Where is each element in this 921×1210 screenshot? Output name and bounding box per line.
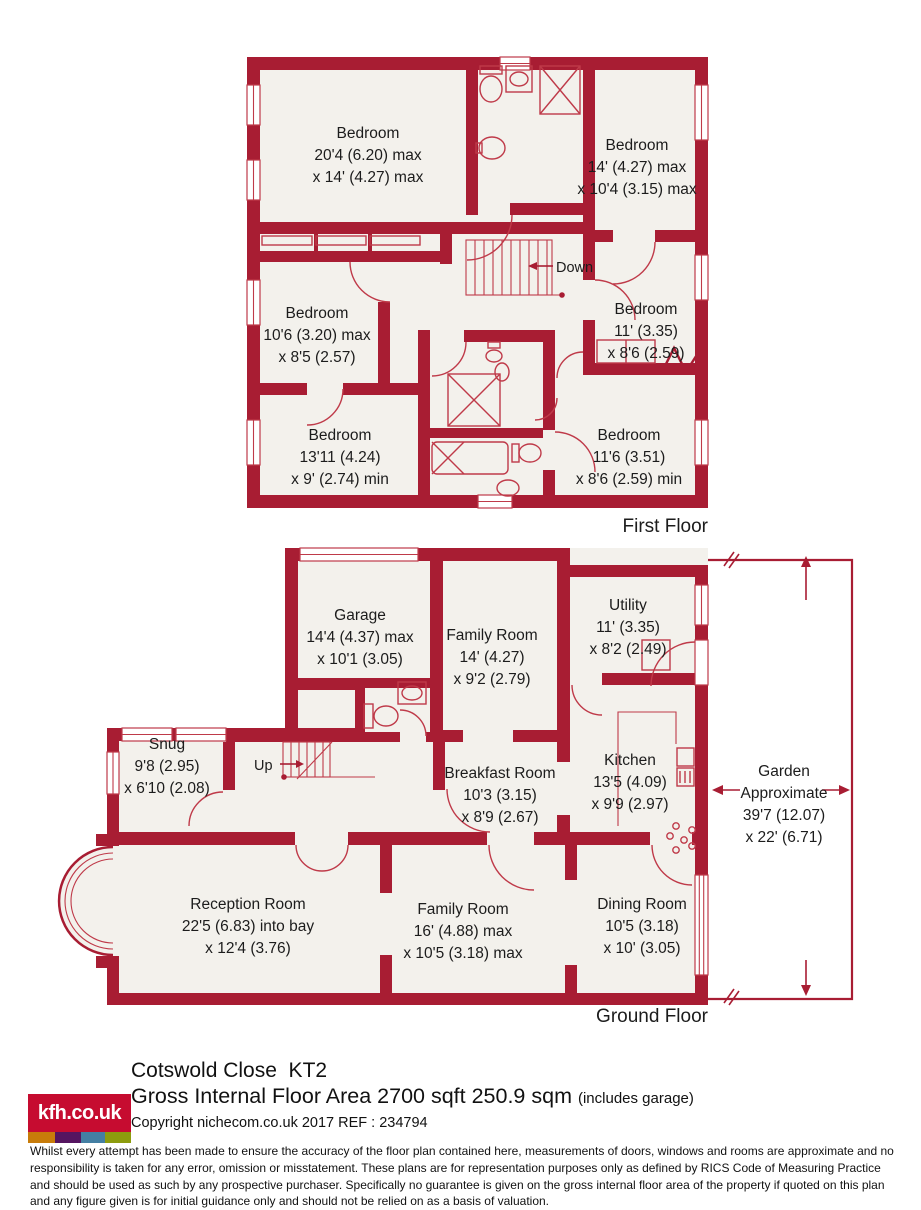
garden-dim2: x 22' (6.71) (745, 829, 822, 846)
gf-dining-dim2: x 10' (3.05) (603, 940, 680, 957)
kfh-logo-stripes (28, 1132, 131, 1143)
gf-familyroom1-dim2: x 9'2 (2.79) (453, 671, 530, 688)
gf-breakfast-name: Breakfast Room (444, 765, 555, 782)
ff-doors (261, 214, 656, 473)
first-floor-plan: Down Bedroom 20'4 (6.20) max x 14' (4.27… (246, 56, 709, 537)
ff-corner-window (660, 345, 702, 375)
ff-room-labels: Bedroom 20'4 (6.20) max x 14' (4.27) max… (263, 125, 696, 488)
ff-bedroom2-dim1: 14' (4.27) max (588, 159, 687, 176)
ff-bedroom6-dim2: x 8'6 (2.59) min (576, 471, 682, 488)
gf-kitchen-name: Kitchen (604, 752, 656, 769)
garden-name: Garden (758, 763, 810, 780)
stripe-purple (55, 1132, 81, 1143)
garden-line2: Approximate (740, 785, 827, 802)
stripe-olive (105, 1132, 131, 1143)
gf-familyroom2-name: Family Room (417, 901, 508, 918)
floorplan-drawing: Down Bedroom 20'4 (6.20) max x 14' (4.27… (57, 56, 854, 1027)
gf-walls (96, 548, 708, 1005)
gf-stairs: Up (254, 741, 375, 780)
floor-area-line: Gross Internal Floor Area 2700 sqft 250.… (131, 1084, 694, 1109)
stripe-orange (28, 1132, 55, 1143)
ff-walls (247, 57, 708, 508)
gf-floor-hall-row (107, 728, 708, 845)
gf-reception-name: Reception Room (190, 896, 305, 913)
ff-bedroom2-name: Bedroom (606, 137, 669, 154)
ground-floor-plan: Up Garage 14'4 (4.37) max x 10'1 (3.05) … (57, 547, 854, 1027)
gf-snug-dim2: x 6'10 (2.08) (124, 780, 210, 797)
kfh-logo[interactable]: kfh.co.uk (28, 1094, 131, 1132)
garden-outline (708, 551, 854, 1006)
gf-familyroom1-name: Family Room (446, 627, 537, 644)
gf-familyroom2-dim1: 16' (4.88) max (414, 923, 513, 940)
ff-fixtures (431, 65, 581, 497)
gf-kitchen-dim2: x 9'9 (2.97) (591, 796, 668, 813)
gf-dining-name: Dining Room (597, 896, 687, 913)
ff-bedroom6-dim1: 11'6 (3.51) (593, 449, 665, 466)
gf-reception-dim1: 22'5 (6.83) into bay (182, 918, 314, 935)
gf-reception-dim2: x 12'4 (3.76) (205, 940, 291, 957)
gf-doors (188, 641, 696, 891)
gf-snug-name: Snug (149, 736, 185, 753)
ff-bedroom4-dim1: 11' (3.35) (614, 323, 678, 340)
ff-bedroom2-dim2: x 10'4 (3.15) max (577, 181, 697, 198)
ff-bedroom4-name: Bedroom (615, 301, 678, 318)
floor-area-note: (includes garage) (577, 1090, 694, 1107)
first-floor-label: First Floor (623, 516, 709, 537)
property-address: Cotswold Close KT2 (131, 1059, 328, 1082)
ff-bedroom3-name: Bedroom (286, 305, 349, 322)
gf-utility-name: Utility (609, 597, 647, 614)
gf-utility-dim2: x 8'2 (2.49) (589, 641, 666, 658)
ff-bedroom1-name: Bedroom (337, 125, 400, 142)
ff-bedroom4-dim2: x 8'6 (2.59) (607, 345, 684, 362)
garden-dim1: 39'7 (12.07) (743, 807, 825, 824)
ff-bedroom5-name: Bedroom (309, 427, 372, 444)
gf-garage-name: Garage (334, 607, 386, 624)
ff-bedroom1-dim1: 20'4 (6.20) max (314, 147, 421, 164)
ff-bedroom5-dim2: x 9' (2.74) min (291, 471, 389, 488)
gf-breakfast-dim1: 10'3 (3.15) (463, 787, 537, 804)
gf-garage-dim2: x 10'1 (3.05) (317, 651, 403, 668)
gf-floor-reception-row (107, 845, 708, 1005)
floor-area-main: Gross Internal Floor Area 2700 sqft 250.… (131, 1084, 572, 1108)
ff-bedroom3-dim2: x 8'5 (2.57) (278, 349, 355, 366)
gf-bay-floor (59, 847, 113, 955)
gf-utility-dim1: 11' (3.35) (596, 619, 660, 636)
gf-bay-window (57, 845, 114, 957)
ff-stairs: Down (465, 239, 593, 298)
gf-stairs-label: Up (254, 758, 273, 774)
kfh-logo-text: kfh.co.uk (37, 1102, 122, 1124)
ground-floor-label: Ground Floor (596, 1006, 709, 1027)
gf-breakfast-dim2: x 8'9 (2.67) (461, 809, 538, 826)
ff-bedroom5-dim1: 13'11 (4.24) (299, 449, 380, 466)
ff-windows (246, 56, 709, 509)
gf-garage-dim1: 14'4 (4.37) max (306, 629, 413, 646)
gf-snug-dim1: 9'8 (2.95) (135, 758, 200, 775)
gf-familyroom1-dim1: 14' (4.27) (460, 649, 525, 666)
gf-windows (106, 547, 709, 976)
stripe-blue (81, 1132, 105, 1143)
ff-stairs-label: Down (556, 260, 593, 276)
ff-bedroom1-dim2: x 14' (4.27) max (313, 169, 424, 186)
ff-bedroom6-name: Bedroom (598, 427, 661, 444)
copyright-line: Copyright nichecom.co.uk 2017 REF : 2347… (131, 1115, 428, 1131)
gf-fixtures (363, 639, 696, 854)
ff-bedroom3-dim1: 10'6 (3.20) max (263, 327, 370, 344)
gf-dining-dim1: 10'5 (3.18) (605, 918, 679, 935)
gf-familyroom2-dim2: x 10'5 (3.18) max (403, 945, 523, 962)
gf-kitchen-dim1: 13'5 (4.09) (593, 774, 667, 791)
gf-room-labels: Garage 14'4 (4.37) max x 10'1 (3.05) Fam… (124, 597, 827, 962)
